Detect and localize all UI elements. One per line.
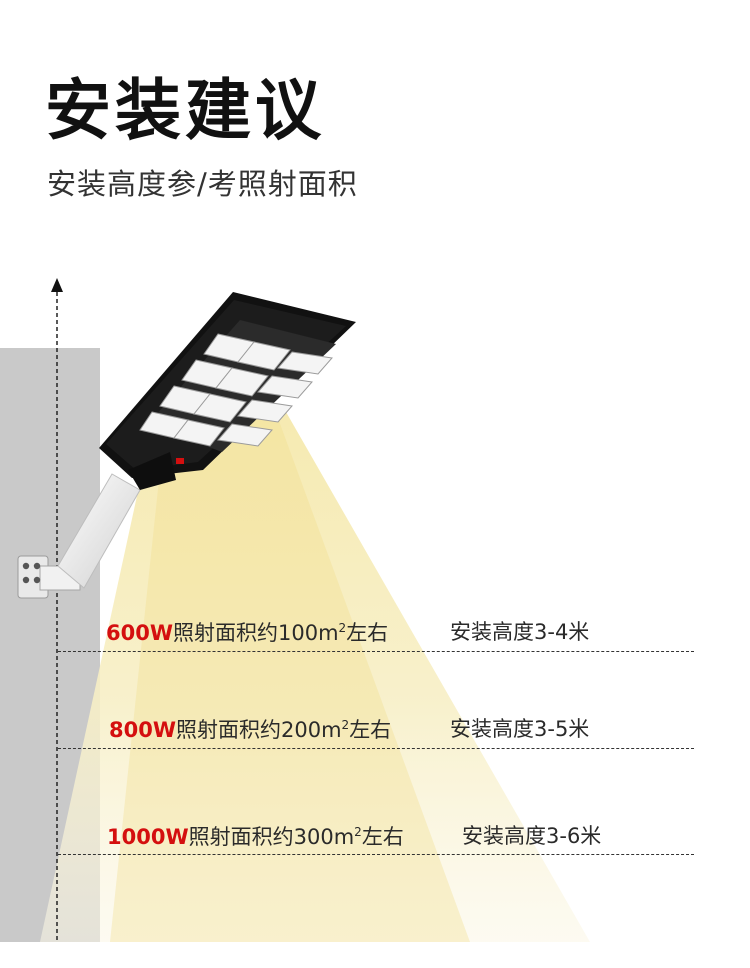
coverage-suffix: 左右 [346, 621, 389, 645]
coverage-text: 照射面积约100m [173, 621, 339, 645]
coverage-text: 照射面积约200m [176, 718, 342, 742]
spec-row-1000w: 1000W照射面积约300m2左右 安装高度3-6米 [107, 825, 601, 849]
light-beam-core [110, 410, 470, 942]
page-subtitle: 安装高度参/考照射面积 [47, 167, 358, 201]
coverage-text: 照射面积约300m [188, 825, 355, 849]
spec-row-800w: 800W照射面积约200m2左右 安装高度3-5米 [109, 718, 589, 742]
wattage-label: 1000W [107, 825, 189, 849]
level-line-1000w [58, 854, 694, 855]
superscript-2: 2 [338, 621, 347, 635]
superscript-2: 2 [341, 718, 350, 732]
street-lamp [99, 292, 356, 490]
light-beam [40, 405, 590, 942]
coverage-suffix: 左右 [361, 825, 404, 849]
superscript-2: 2 [354, 825, 362, 839]
install-height-text: 安装高度3-4米 [450, 620, 590, 644]
level-line-600w [58, 651, 694, 652]
up-arrow-icon [51, 278, 63, 292]
spec-row-600w: 600W照射面积约100m2左右 安装高度3-4米 [106, 621, 589, 645]
install-height-text: 安装高度3-6米 [462, 824, 602, 848]
wattage-label: 600W [106, 621, 173, 645]
page-title: 安装建议 [45, 72, 325, 149]
level-line-800w [58, 748, 694, 749]
install-height-text: 安装高度3-5米 [450, 717, 590, 741]
wattage-label: 800W [109, 718, 176, 742]
coverage-suffix: 左右 [349, 718, 392, 742]
